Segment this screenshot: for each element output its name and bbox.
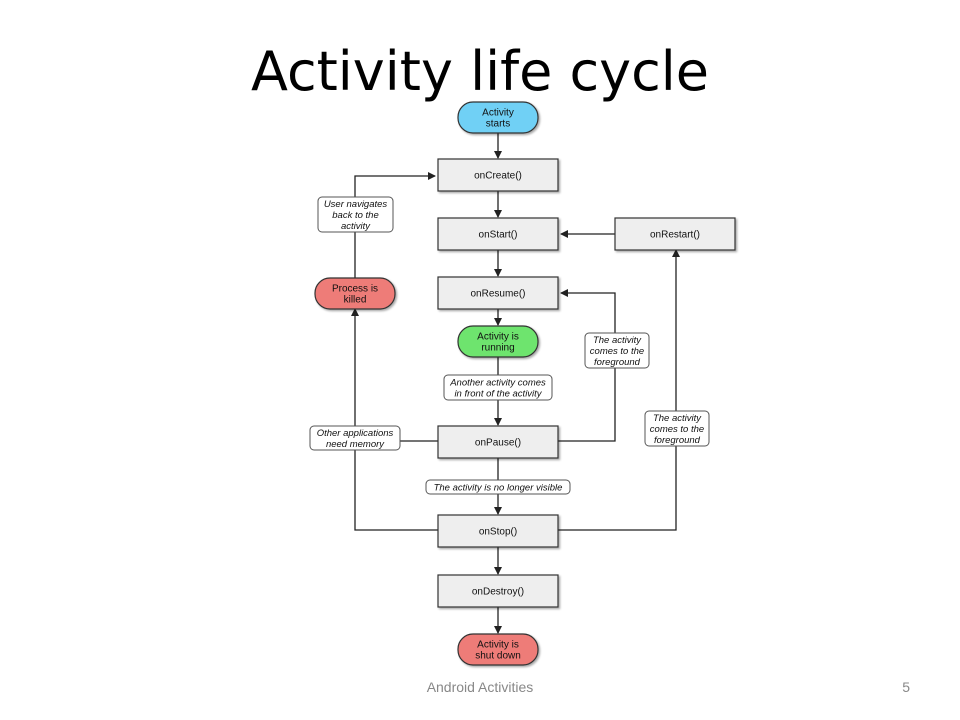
note-line: foreground (594, 357, 641, 368)
note-line: User navigates (324, 199, 388, 210)
note-line: The activity (653, 413, 702, 424)
note-line: comes to the (650, 424, 704, 435)
callback-label: onStop() (479, 527, 517, 538)
node-label: Activity is (477, 640, 519, 651)
edge-onstop-to-onrestart (558, 249, 680, 531)
note-line: in front of the activity (454, 388, 542, 399)
note-line: back to the (332, 210, 378, 221)
callback-onresume: onResume() (437, 276, 559, 310)
callback-oncreate: onCreate() (437, 158, 559, 192)
note-line: foreground (654, 435, 701, 446)
callback-label: onResume() (470, 289, 525, 300)
node-label: Process is (332, 284, 378, 295)
edge-onstop-to-killed (351, 308, 438, 531)
callback-onpause: onPause() (437, 425, 559, 459)
note-no-longer-visible: The activity is no longer visible (425, 479, 571, 495)
note-line: The activity (593, 335, 642, 346)
note-line: activity (341, 221, 371, 232)
note-line: Another activity comes (449, 377, 546, 388)
node-label: killed (344, 295, 367, 306)
callback-label: onRestart() (650, 230, 700, 241)
callback-ondestroy: onDestroy() (437, 574, 559, 608)
note-line: The activity is no longer visible (434, 482, 563, 493)
edge-killed-to-oncreate (354, 172, 436, 278)
callback-onrestart: onRestart() (614, 217, 736, 251)
node-label: running (481, 343, 514, 354)
callback-label: onPause() (475, 438, 521, 449)
note-line: Other applications (317, 428, 394, 439)
node-label: Activity is (477, 332, 519, 343)
callback-label: onDestroy() (472, 587, 524, 598)
callback-label: onStart() (479, 230, 518, 241)
node-label: Activity (482, 108, 514, 119)
callback-onstop: onStop() (437, 514, 559, 548)
callback-label: onCreate() (474, 171, 522, 182)
slide-title: Activity life cycle (250, 40, 710, 103)
note-line: need memory (326, 439, 385, 450)
slide-footer: Android Activities (426, 679, 534, 695)
node-label: shut down (475, 651, 521, 662)
callback-onstart: onStart() (437, 217, 559, 251)
page-number: 5 (902, 679, 910, 695)
node-label: starts (486, 119, 510, 130)
note-line: comes to the (590, 346, 644, 357)
